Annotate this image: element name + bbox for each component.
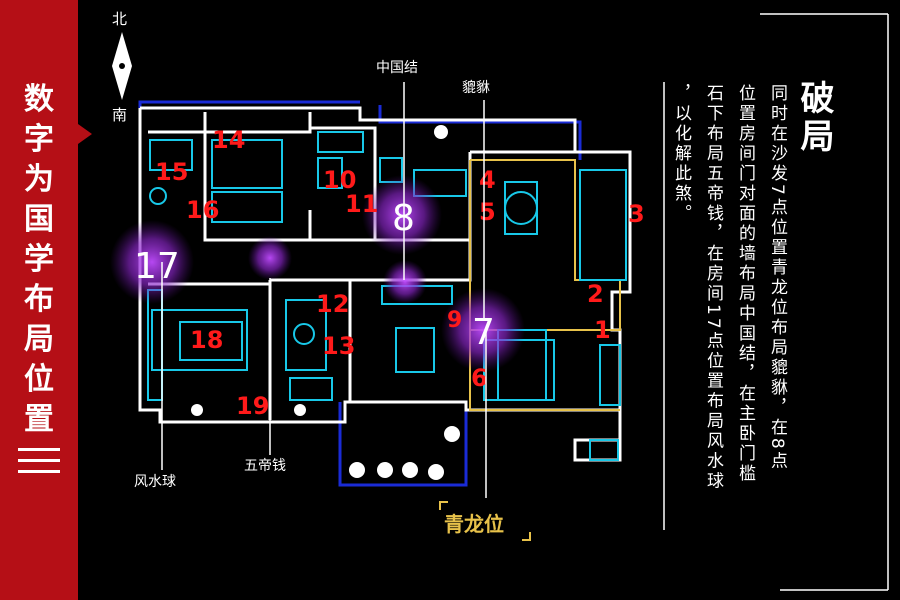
room-number: 11 (345, 190, 378, 218)
furniture (147, 131, 627, 461)
callout-pixiu: 貔貅 (462, 79, 490, 96)
qinglong-label: 青龙位 (444, 512, 504, 536)
room-numbers: 1 2 3 4 5 6 9 10 11 12 13 14 15 16 18 19 (155, 126, 645, 420)
marker-glow-8 (362, 175, 442, 255)
room-number: 16 (186, 196, 219, 224)
room-number: 18 (190, 326, 223, 354)
panel-heading: 破局 (794, 80, 834, 156)
room-number: 19 (236, 392, 269, 420)
menu-lines-icon (18, 448, 60, 474)
marker-label-7: 7 (472, 312, 495, 353)
glow-markers (110, 175, 525, 372)
marker-glow-17 (110, 220, 194, 304)
callout-zhongguojie: 中国结 (376, 60, 418, 76)
panel-text-col-2: 位置房间门对面的墙布局中国结，在主卧门槛 (735, 84, 755, 484)
marker-glow-small-a (248, 236, 292, 280)
callout-fengshuiqiu: 风水球 (134, 474, 176, 490)
room-number: 5 (479, 198, 496, 226)
plants (191, 125, 460, 480)
room-number: 15 (155, 158, 188, 186)
marker-label-17: 17 (134, 246, 180, 287)
marker-glow-small-b (383, 260, 427, 304)
qinglong-brackets (439, 501, 531, 541)
compass-icon (112, 32, 132, 100)
sidebar (0, 0, 78, 600)
room-number: 2 (587, 280, 604, 308)
compass-north-label: 北 (112, 10, 128, 28)
sidebar-arrow (78, 124, 92, 144)
room-number: 10 (323, 166, 356, 194)
panel-text-col-3: 石下布局五帝钱，在房间17点位置布局风水球 (703, 84, 723, 492)
room-number: 1 (594, 316, 611, 344)
room-number: 4 (479, 166, 496, 194)
callout-lines (161, 82, 487, 498)
room-number: 14 (212, 126, 245, 154)
callout-wudiqian: 五帝钱 (244, 458, 286, 474)
panel-frame (663, 13, 889, 591)
panel-text-col-4: ，以化解此煞。 (671, 84, 691, 224)
marker-glow-7 (441, 288, 525, 372)
room-number: 12 (316, 290, 349, 318)
compass-south-label: 南 (112, 106, 128, 124)
room-number: 13 (322, 332, 355, 360)
sidebar-title: 数 字 为 国 学 布 局 位 置 (24, 82, 54, 437)
room-number: 3 (628, 200, 645, 228)
room-number: 6 (471, 364, 488, 392)
balcony-outline (138, 100, 582, 487)
panel-text-col-1: 同时在沙发7点位置青龙位布局貔貅，在8点 (767, 84, 787, 472)
room-number: 9 (447, 308, 462, 333)
